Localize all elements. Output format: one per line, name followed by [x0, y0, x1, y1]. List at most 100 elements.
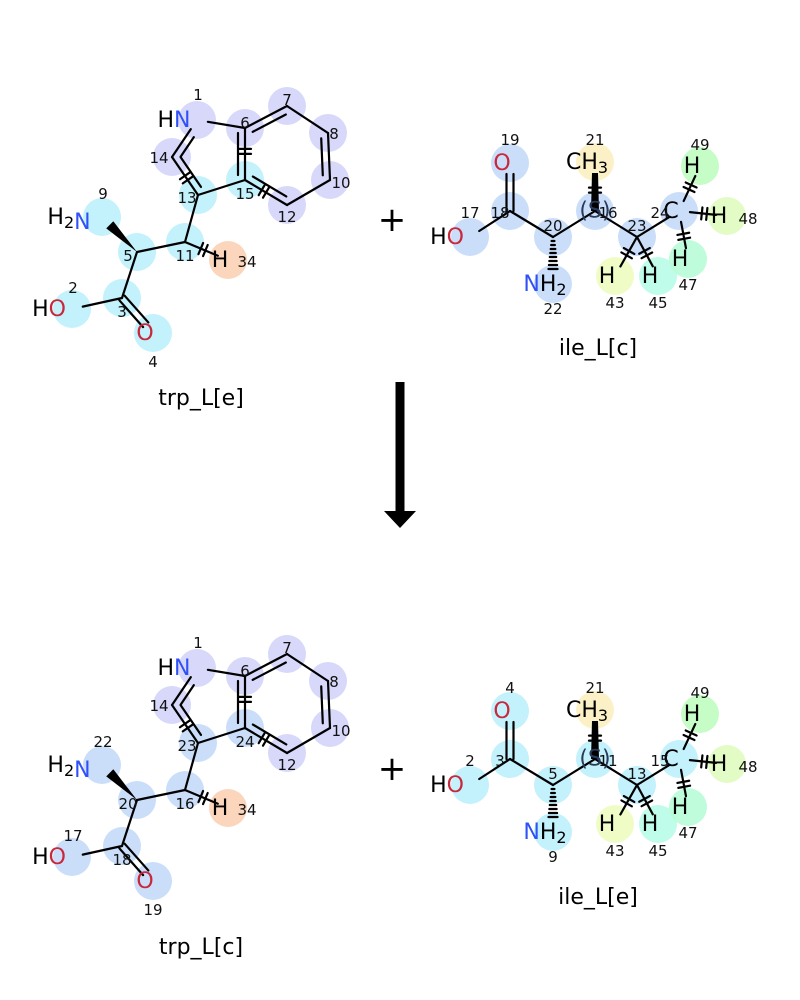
atom: 23: [627, 217, 646, 235]
bond: [478, 209, 512, 233]
atom-symbol: H: [599, 812, 616, 837]
bond: [81, 296, 124, 308]
bond: [635, 235, 654, 268]
bond: [118, 294, 150, 329]
atom-map-number: 15: [650, 752, 669, 770]
atom: H47: [672, 247, 698, 295]
atom: 18: [490, 204, 509, 222]
atom-symbol: O: [493, 151, 510, 176]
atom-map-number: 12: [277, 208, 296, 226]
atom-map-number: 17: [63, 827, 82, 845]
atom-symbol: H: [599, 264, 616, 289]
bond: [196, 726, 247, 745]
atom: 20: [543, 217, 562, 235]
bond: [587, 721, 603, 759]
bond: [183, 788, 219, 806]
atom-symbol: (S): [579, 747, 610, 772]
atom-map-number: 10: [331, 722, 350, 740]
atom-map-number: 47: [678, 824, 697, 842]
atom: 14: [149, 697, 168, 715]
bond: [505, 720, 515, 761]
atom-highlight-circle: [639, 257, 677, 295]
atom: O19: [493, 131, 519, 176]
atom-map-number: 1: [193, 634, 203, 652]
bond: [196, 178, 247, 197]
atom-highlights: [451, 143, 746, 303]
atom-symbol: H: [672, 247, 689, 272]
atom-highlights: [451, 691, 746, 851]
bond: [635, 215, 671, 239]
atom-map-number: 16: [598, 204, 617, 222]
atom: HO2: [430, 752, 475, 798]
atom-map-number: 21: [585, 679, 604, 697]
atom-map-number: 1: [193, 86, 203, 104]
atom-highlight-circle: [576, 691, 614, 729]
bond: [236, 126, 253, 182]
reaction-arrow-icon: [384, 382, 416, 528]
atom-highlight-circle: [576, 143, 614, 181]
bond: [170, 676, 195, 707]
atom-highlight-circle: [681, 147, 719, 185]
bond: [676, 768, 692, 798]
bond: [688, 206, 718, 221]
bond: [285, 178, 332, 207]
bond: [593, 757, 639, 787]
atom-symbol: H: [212, 796, 229, 821]
molecule-name-ile-L-e: ile_L[e]: [558, 885, 638, 910]
atom-highlight-circle: [660, 740, 698, 778]
atom: 13: [627, 765, 646, 783]
atom: 14: [149, 149, 168, 167]
atom: HO2: [32, 279, 78, 322]
bond: [183, 240, 219, 258]
atom-highlights: [53, 87, 349, 352]
atom-map-number: 12: [277, 756, 296, 774]
atom-highlight-circle: [596, 805, 634, 843]
atom: 6: [240, 114, 250, 132]
atom-highlight-circle: [491, 144, 529, 182]
atom-symbol: H2N: [47, 753, 90, 783]
atom: H49: [684, 136, 710, 179]
bond: [285, 652, 330, 683]
atom-map-number: 13: [627, 765, 646, 783]
atom-symbol: O: [136, 869, 153, 894]
atom-highlight-circle: [209, 789, 247, 827]
atom-map-number: 3: [495, 752, 505, 770]
atom-symbol: O: [493, 699, 510, 724]
bond: [118, 842, 150, 877]
atom: O4: [493, 679, 514, 724]
atom: 24: [235, 733, 254, 751]
atom-highlight-circle: [708, 197, 746, 235]
atom: H 43: [599, 812, 625, 861]
atom: 10: [331, 722, 350, 740]
bond: [285, 104, 330, 135]
atom-map-number: 7: [282, 639, 292, 657]
atom-highlight-circle: [178, 649, 216, 687]
atom-map-number: 5: [123, 247, 133, 265]
atom-highlight-circle: [708, 745, 746, 783]
molecule-name-trp-L-c: trp_L[c]: [159, 935, 243, 960]
atom: 12: [277, 208, 296, 226]
atom-map-number: 22: [93, 733, 112, 751]
bond: [135, 788, 187, 802]
atom-symbol: H: [672, 795, 689, 820]
bond: [505, 172, 515, 213]
atom-map-number: 24: [235, 733, 254, 751]
atom-highlight-circle: [53, 290, 91, 328]
atom-map-number: 2: [465, 752, 475, 770]
atom-map-number: 49: [690, 136, 709, 154]
atom-map-number: 14: [149, 149, 168, 167]
atom-symbol: CH3: [566, 698, 608, 725]
bond: [320, 131, 332, 182]
atom-map-number: 43: [605, 842, 624, 860]
bond: [547, 787, 559, 819]
atom-labels: O1918HO1720NH222(S)16CH32123H43H45C24H49…: [430, 131, 757, 318]
atom: 5: [548, 765, 558, 783]
atom: HN1: [157, 86, 202, 133]
